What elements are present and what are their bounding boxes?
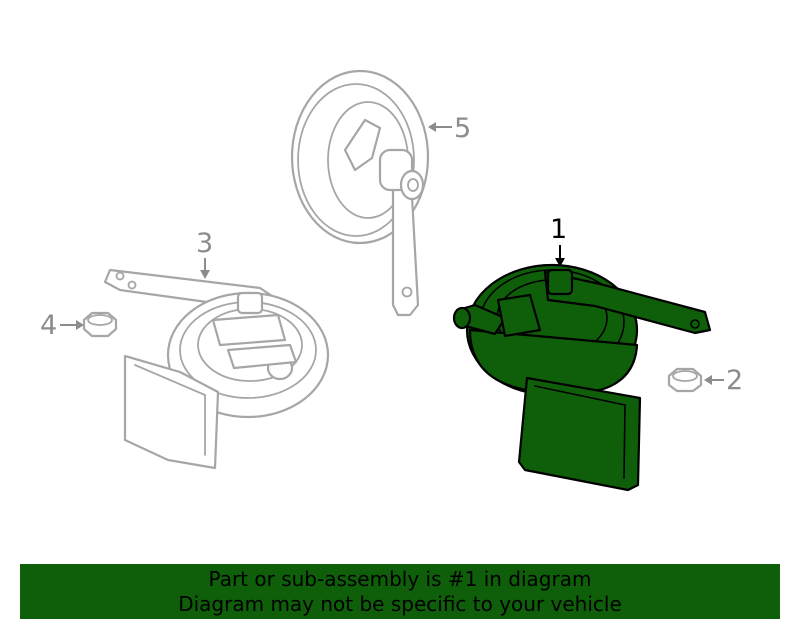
callout-1: 1 (550, 214, 567, 267)
info-banner: Part or sub-assembly is #1 in diagram Di… (20, 564, 780, 619)
callout-4: 4 (40, 310, 84, 341)
svg-text:3: 3 (196, 228, 213, 259)
parts-diagram: 1 2 3 4 5 (40, 69, 743, 492)
svg-text:1: 1 (550, 214, 567, 245)
svg-text:2: 2 (726, 365, 743, 396)
nut-part-4 (82, 311, 118, 338)
nut-part-2 (667, 367, 703, 393)
callout-2: 2 (704, 365, 743, 396)
callout-3: 3 (196, 228, 213, 279)
horn-upper-part-5 (290, 69, 430, 317)
horn-highlighted-part-1 (452, 263, 712, 492)
svg-text:4: 4 (40, 310, 57, 341)
horn-left-part-3 (103, 268, 330, 470)
banner-line-1: Part or sub-assembly is #1 in diagram (208, 567, 592, 591)
svg-text:5: 5 (454, 113, 471, 144)
banner-line-2: Diagram may not be specific to your vehi… (178, 592, 622, 616)
callout-5: 5 (428, 113, 471, 144)
